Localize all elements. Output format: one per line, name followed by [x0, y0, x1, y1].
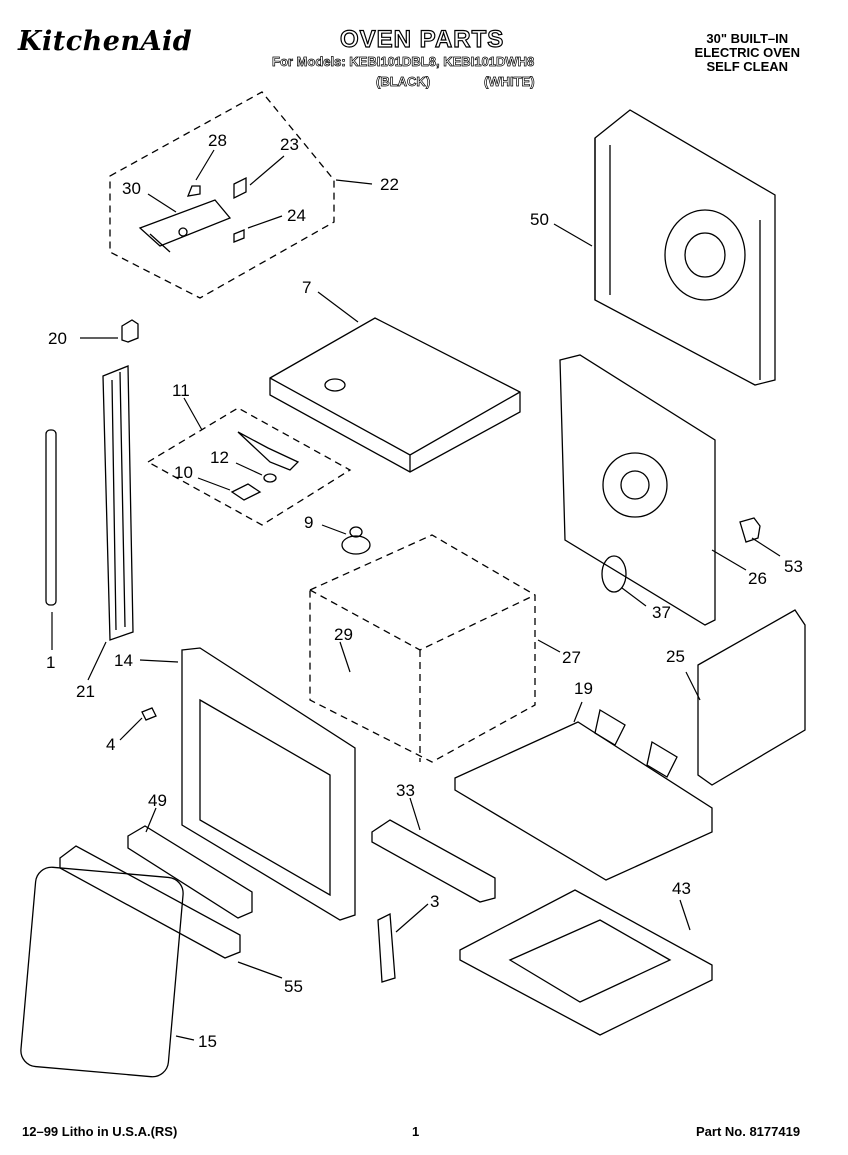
- spec-line: SELF CLEAN: [706, 59, 789, 74]
- brand-logo: KitchenAid: [18, 26, 193, 57]
- callout-21: 21: [76, 682, 95, 701]
- part-37-gasket: [601, 555, 627, 593]
- part-11-light-assembly: [146, 407, 352, 526]
- part-26-side-panel: [559, 354, 716, 626]
- callout-14: 14: [114, 651, 133, 670]
- oven-spec: 30" BUILT–IN ELECTRIC OVEN SELF CLEAN: [695, 32, 800, 74]
- litho-note: 12–99 Litho in U.S.A.(RS): [22, 1124, 178, 1139]
- page-title: OVEN PARTS: [339, 25, 505, 53]
- models-line: For Models: KEBI101DBL8, KEBI101DWH8: [272, 54, 535, 70]
- part-14-front-frame: [181, 647, 356, 921]
- callout-12: 12: [210, 448, 229, 467]
- callout-7: 7: [302, 278, 311, 297]
- part-19-bottom-panel: [454, 708, 713, 881]
- part-1-trim-strip: [45, 429, 57, 606]
- model-white-label: (WHITE): [484, 74, 535, 90]
- callout-19: 19: [574, 679, 593, 698]
- part-25-side-insulation: [697, 609, 806, 786]
- callout-22: 22: [380, 175, 399, 194]
- part-number: Part No. 8177419: [696, 1124, 801, 1139]
- part-43-drip-tray: [459, 889, 713, 1036]
- part-49-trim: [127, 825, 253, 919]
- part-3-bracket: [377, 912, 396, 983]
- callout-49: 49: [148, 791, 167, 810]
- part-7-top-panel: [269, 317, 521, 473]
- callout-24: 24: [287, 206, 306, 225]
- part-21-side-trim: [102, 365, 134, 641]
- callout-30: 30: [122, 179, 141, 198]
- spec-line: 30" BUILT–IN: [706, 31, 789, 46]
- part-27-oven-cavity: [309, 534, 536, 763]
- part-9-fan: [341, 526, 371, 555]
- model-black-label: (BLACK): [376, 74, 431, 90]
- callout-28: 28: [208, 131, 227, 150]
- part-33-trim: [371, 819, 496, 903]
- callout-50: 50: [530, 210, 549, 229]
- callout-27: 27: [562, 648, 581, 667]
- callout-15: 15: [198, 1032, 217, 1051]
- callout-23: 23: [280, 135, 299, 154]
- part-22-control-assembly: [109, 91, 335, 299]
- callout-4: 4: [106, 735, 115, 754]
- callout-43: 43: [672, 879, 691, 898]
- page-number: 1: [412, 1124, 420, 1139]
- part-53-bracket: [739, 517, 761, 543]
- callout-labels: 28 23 30 22 24 7 50 20 11 12 10 9 53 26 …: [46, 131, 803, 1051]
- callout-1: 1: [46, 653, 55, 672]
- callout-9: 9: [304, 513, 313, 532]
- callout-10: 10: [174, 463, 193, 482]
- part-20-clip: [121, 319, 139, 343]
- callout-33: 33: [396, 781, 415, 800]
- part-50-rear-panel: [594, 109, 776, 386]
- part-4-screw: [141, 707, 157, 721]
- leader-lines: [51, 149, 781, 1041]
- callout-25: 25: [666, 647, 685, 666]
- spec-line: ELECTRIC OVEN: [694, 45, 800, 60]
- callout-55: 55: [284, 977, 303, 996]
- part-15-gasket: [20, 866, 184, 1078]
- callout-29: 29: [334, 625, 353, 644]
- callout-26: 26: [748, 569, 767, 588]
- callout-20: 20: [48, 329, 67, 348]
- callout-37: 37: [652, 603, 671, 622]
- callout-11: 11: [172, 381, 190, 400]
- callout-53: 53: [784, 557, 803, 576]
- callout-3: 3: [430, 892, 439, 911]
